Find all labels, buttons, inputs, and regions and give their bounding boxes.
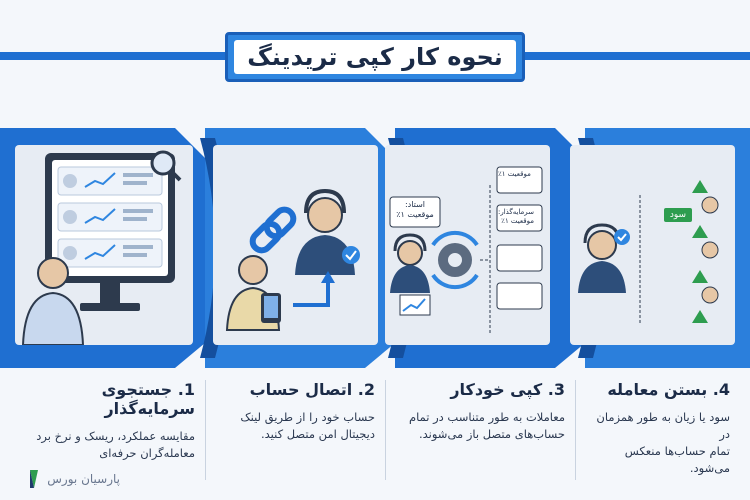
panel-close bbox=[570, 145, 735, 345]
brand-text: پارسیان بورس bbox=[47, 472, 120, 486]
step-1-desc: مقایسه عملکرد، ریسک و نرخ برد معامله‌گرا… bbox=[36, 429, 195, 460]
copy-illustration bbox=[389, 166, 543, 335]
trader-headset-icon bbox=[578, 223, 626, 293]
step-3-desc: معاملات به طور متناسب در تمام حساب‌های م… bbox=[408, 410, 565, 441]
step-2-desc: حساب خود را از طریق لینک دیجیتال امن متص… bbox=[240, 410, 375, 441]
sync-gear-icon bbox=[431, 230, 479, 290]
panel-search bbox=[15, 145, 193, 346]
title-frame: نحوه کار کپی تریدینگ bbox=[225, 32, 525, 82]
step-1: 1. جستجوی سرمایه‌گذار مقایسه عملکرد، ریس… bbox=[20, 380, 195, 490]
step-2-title: 2. اتصال حساب bbox=[249, 380, 375, 399]
follower-cards bbox=[496, 166, 543, 310]
trader-card-1 bbox=[57, 166, 163, 196]
support-agent-icon bbox=[295, 188, 355, 275]
step-3: 3. کپی خودکار معاملات به طور متناسب در ت… bbox=[395, 380, 565, 490]
investor-person-icon bbox=[21, 257, 85, 346]
investor-label: سرمایه‌گذار: موقعیت ۱٪ bbox=[498, 208, 535, 225]
close-illustration bbox=[578, 180, 719, 323]
follower-people bbox=[701, 196, 719, 304]
link-icon bbox=[249, 206, 297, 254]
tablet-icon bbox=[261, 293, 281, 323]
search-illustration bbox=[21, 150, 182, 346]
profit-badge: سود bbox=[664, 208, 692, 222]
position-label: موقعیت ۱٪ bbox=[498, 170, 531, 178]
trader-headset-icon bbox=[390, 233, 430, 293]
check-badge-icon bbox=[614, 229, 630, 245]
step-4-desc: سود یا زیان به طور همزمان در تمام حساب‌ه… bbox=[596, 410, 730, 475]
separator bbox=[575, 380, 576, 480]
master-label: استاد: موقعیت ۱٪ bbox=[396, 200, 434, 219]
verified-shield-icon bbox=[342, 246, 360, 264]
step-1-title: 1. جستجوی سرمایه‌گذار bbox=[101, 380, 195, 418]
step-3-title: 3. کپی خودکار bbox=[450, 380, 565, 399]
brand-mark-icon bbox=[30, 470, 39, 488]
panel-copy bbox=[385, 145, 550, 345]
panel-connect bbox=[213, 145, 378, 345]
step-2: 2. اتصال حساب حساب خود را از طریق لینک د… bbox=[215, 380, 375, 490]
magnifier-icon bbox=[150, 150, 182, 182]
profit-arrows bbox=[692, 180, 708, 323]
title-area: نحوه کار کپی تریدینگ bbox=[0, 32, 750, 82]
step-4: 4. بستن معامله سود یا زیان به طور همزمان… bbox=[585, 380, 730, 490]
step-4-title: 4. بستن معامله bbox=[607, 380, 730, 399]
page-title: نحوه کار کپی تریدینگ bbox=[234, 40, 516, 74]
separator bbox=[385, 380, 386, 480]
separator bbox=[205, 380, 206, 480]
arrow-up-icon bbox=[293, 280, 330, 307]
trader-card-2 bbox=[57, 202, 163, 232]
trader-card-3 bbox=[57, 238, 163, 268]
connect-illustration bbox=[225, 188, 360, 331]
brand-logo: پارسیان بورس bbox=[0, 466, 120, 492]
